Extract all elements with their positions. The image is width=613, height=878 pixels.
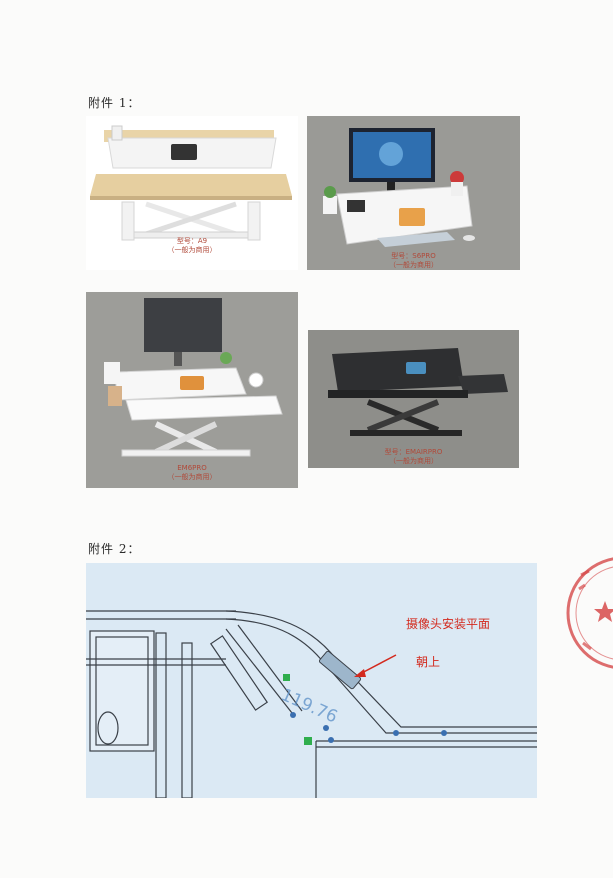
product-model: 型号：EMAIRPRO: [384, 448, 443, 456]
product-caption-em6pro: EM6PRO （一般为商用）: [86, 464, 298, 482]
product-photo-em6pro: EM6PRO （一般为商用）: [86, 292, 298, 488]
product-photo-s6pro: 型号：S6PRO （一般为商用）: [307, 116, 520, 270]
annotation-camera-plane: 摄像头安装平面: [406, 617, 491, 631]
product-note: （一般为商用）: [389, 457, 438, 465]
product-caption-emairpro: 型号：EMAIRPRO （一般为商用）: [308, 448, 519, 466]
product-model: EM6PRO: [177, 464, 207, 472]
product-model: 型号：A9: [176, 237, 208, 245]
annotation-facing-up: 朝上: [416, 655, 441, 669]
product-photo-emairpro: 型号：EMAIRPRO （一般为商用）: [308, 330, 519, 468]
product-note: （一般为商用）: [167, 473, 217, 481]
attachment-2-label: 附件 2：: [88, 542, 141, 556]
product-caption-a9: 型号：A9 （一般为商用）: [86, 237, 298, 255]
product-model: 型号：S6PRO: [391, 252, 436, 260]
product-note: （一般为商用）: [167, 246, 217, 254]
product-note: （一般为商用）: [389, 261, 438, 269]
company-seal: [563, 545, 613, 685]
product-photo-a9: 型号：A9 （一般为商用）: [86, 116, 298, 270]
cad-drawing: 119.76 摄像头安装平面 朝上: [86, 563, 537, 798]
product-caption-s6pro: 型号：S6PRO （一般为商用）: [307, 252, 520, 270]
attachment-1-label: 附件 1：: [88, 96, 141, 110]
